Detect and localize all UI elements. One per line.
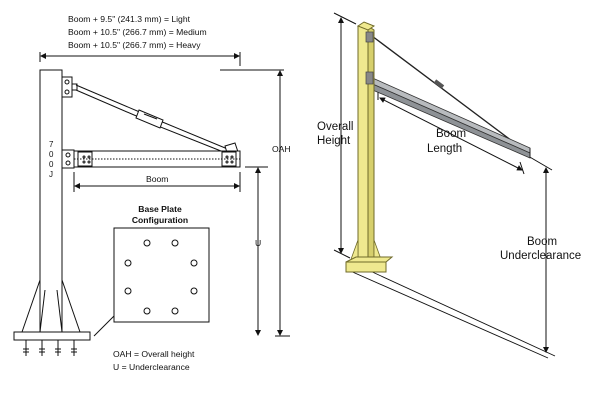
base-plate-configuration [113, 227, 210, 323]
mast-post [39, 69, 63, 337]
oah-dimension-line [220, 69, 290, 337]
tie-rod [75, 84, 239, 157]
legend-u: U = Underclearance [113, 362, 190, 372]
upper-bracket [61, 76, 78, 98]
top-dimension-line [39, 52, 241, 66]
ground-projection-lines [347, 269, 556, 359]
overall-height-label-1: Overall [317, 121, 353, 133]
boom-beam [73, 150, 241, 168]
turnbuckle [135, 109, 164, 129]
overall-height-label-2: Height [317, 135, 351, 147]
leader-line [93, 315, 115, 337]
boom-note-light: Boom + 9.5" (241.3 mm) = Light [68, 14, 191, 24]
right-mast-post [356, 21, 376, 263]
post-marking-1: 7 [49, 140, 54, 149]
underclearance-dimension [527, 155, 553, 353]
boom-note-heavy: Boom + 10.5" (266.7 mm) = Heavy [68, 40, 201, 50]
boom-length-label-1: Boom [436, 128, 466, 140]
underclearance-label-2: Underclearance [500, 250, 581, 262]
boom-note-medium: Boom + 10.5" (266.7 mm) = Medium [68, 27, 207, 37]
anchor-bolts [23, 340, 77, 356]
right-base [345, 239, 394, 273]
base-gussets [21, 279, 81, 333]
oah-label: OAH [272, 144, 291, 154]
right-tie-rod [371, 35, 525, 151]
u-dimension-line [245, 166, 268, 336]
underclearance-label-1: Boom [527, 236, 557, 248]
base-plate [13, 331, 91, 341]
post-marking-2: 0 [49, 150, 54, 159]
left-elevation-drawing: Boom + 9.5" (241.3 mm) = Light Boom + 10… [13, 14, 291, 372]
post-marking-4: J [49, 170, 53, 179]
base-plate-title-2: Configuration [132, 215, 188, 225]
u-label: U [255, 238, 261, 248]
right-3d-drawing: Overall Height Boom Underclearance Boom … [317, 12, 581, 359]
post-marking-3: 0 [49, 160, 54, 169]
base-plate-title-1: Base Plate [138, 204, 182, 214]
legend-oah: OAH = Overall height [113, 349, 195, 359]
bolt-holes [124, 239, 198, 315]
right-turnbuckle [433, 79, 445, 89]
overall-height-dimension [333, 12, 357, 259]
boom-dimension-line [73, 172, 241, 192]
boom-length-label-2: Length [427, 143, 462, 155]
lower-bracket [61, 149, 75, 169]
boom-label: Boom [146, 174, 168, 184]
